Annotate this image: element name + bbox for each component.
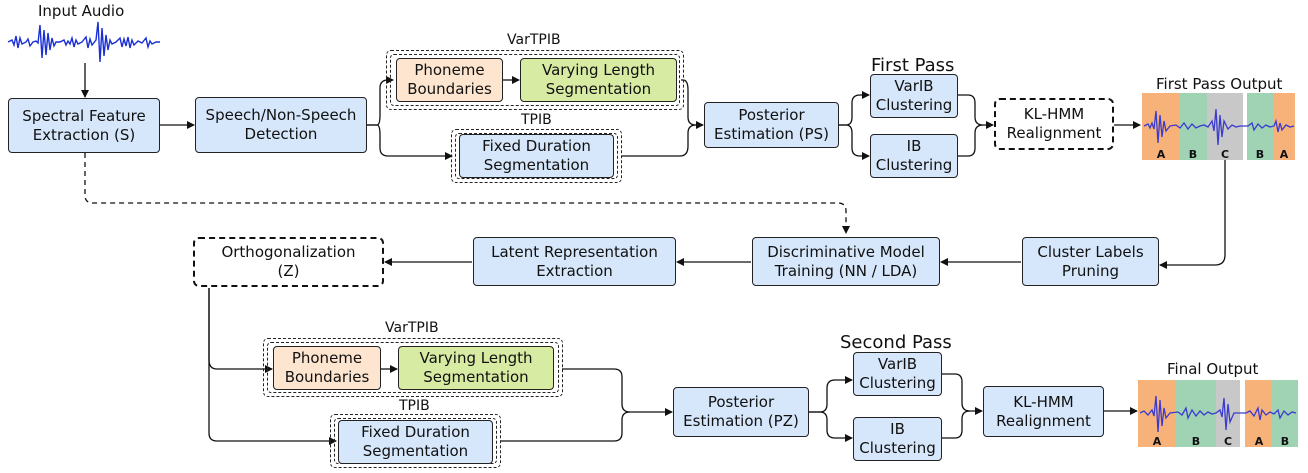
arrow-spectral-to-disc-dashed	[84, 153, 850, 234]
varib-clustering-box-2: VarIB Clustering	[853, 352, 942, 396]
arrow-output-to-prune	[1159, 160, 1226, 269]
varying-length-segmentation-box-2: Varying Length Segmentation	[398, 346, 554, 390]
arrow-vartpib2-to-post2	[562, 368, 673, 416]
phoneme-boundaries-box-2: Phoneme Boundaries	[273, 346, 381, 390]
orthogonalization-box: Orthogonalization (Z)	[193, 237, 384, 287]
cluster-labels-pruning-box: Cluster Labels Pruning	[1022, 237, 1159, 286]
spectral-feature-extraction-box: Spectral Feature Extraction (S)	[8, 98, 160, 153]
fixed-duration-segmentation-box-2: Fixed Duration Segmentation	[338, 420, 493, 464]
posterior-estimation-box-1: Posterior Estimation (PS)	[704, 102, 839, 148]
segment-label: A	[1254, 435, 1264, 448]
kl-hmm-realignment-box-2: KL-HMM Realignment	[983, 386, 1104, 437]
kl-hmm-realignment-box-1: KL-HMM Realignment	[994, 98, 1114, 150]
final-output-label: Final Output	[1167, 360, 1259, 378]
arrow-varib2-to-klhmm2	[942, 373, 983, 415]
first-output-waveform	[1143, 108, 1295, 146]
tpib-group-1	[451, 129, 622, 183]
arrow-speech-to-vartpib	[367, 76, 394, 126]
arrow-post1-to-ib1	[839, 124, 870, 160]
segment-label: B	[1188, 148, 1198, 161]
arrow-post2-to-varib2	[809, 376, 853, 413]
input-audio-label: Input Audio	[38, 2, 125, 20]
varib-clustering-box-1: VarIB Clustering	[870, 74, 958, 118]
arrow-tpib2-to-post2	[500, 411, 631, 442]
segment-label: B	[1191, 435, 1201, 448]
arrow-ib2-to-klhmm2	[942, 410, 971, 439]
segment-b	[1179, 93, 1207, 160]
final-output-strip: A B C A B	[1138, 380, 1298, 448]
speech-detection-box: Speech/Non-Speech Detection	[195, 97, 367, 153]
second-pass-title: Second Pass	[840, 332, 952, 353]
arrow-ib1-to-klhmm1	[958, 124, 984, 157]
arrow-post2-to-ib2	[809, 411, 853, 442]
latent-representation-extraction-box: Latent Representation Extraction	[473, 237, 676, 286]
vartpib-group-2	[263, 338, 563, 397]
input-waveform	[7, 21, 160, 63]
segment-label: A	[1156, 148, 1166, 161]
arrow-vartpib-to-post1	[681, 79, 704, 129]
tpib-label-2: TPIB	[399, 398, 430, 414]
first-pass-title: First Pass	[871, 55, 955, 76]
ib-clustering-box-2: IB Clustering	[853, 417, 942, 461]
segment-label: B	[1255, 148, 1265, 161]
arrow-post1-to-varib1	[839, 91, 870, 126]
segment-label: B	[1280, 435, 1290, 448]
first-pass-output-label: First Pass Output	[1156, 75, 1283, 93]
final-output-waveform	[1139, 395, 1297, 433]
vartpib-label-2: VarTPIB	[385, 320, 439, 336]
segment-b	[1272, 380, 1298, 447]
phoneme-boundaries-box-1: Phoneme Boundaries	[396, 58, 503, 102]
arrow-varib1-to-klhmm1	[958, 94, 994, 129]
segment-label: C	[1220, 148, 1230, 161]
segment-label: C	[1223, 435, 1233, 448]
arrow-tpib-to-post1	[622, 124, 697, 157]
vartpib-label-1: VarTPIB	[507, 32, 561, 48]
varying-length-segmentation-box-1: Varying Length Segmentation	[520, 58, 677, 102]
ib-clustering-box-1: IB Clustering	[870, 134, 958, 178]
segment-label: A	[1279, 148, 1289, 161]
discriminative-model-training-box: Discriminative Model Training (NN / LDA)	[752, 237, 940, 286]
vartpib-group-1	[386, 50, 684, 110]
arrow-orth-to-tpib2	[208, 288, 337, 445]
arrow-speech-to-tpib	[367, 124, 453, 160]
segment-label: A	[1152, 435, 1162, 448]
fixed-duration-segmentation-box-1: Fixed Duration Segmentation	[459, 134, 614, 178]
tpib-label-1: TPIB	[521, 112, 552, 128]
posterior-estimation-box-2: Posterior Estimation (PZ)	[673, 387, 809, 437]
first-pass-output-strip: A B C B A	[1142, 93, 1295, 161]
